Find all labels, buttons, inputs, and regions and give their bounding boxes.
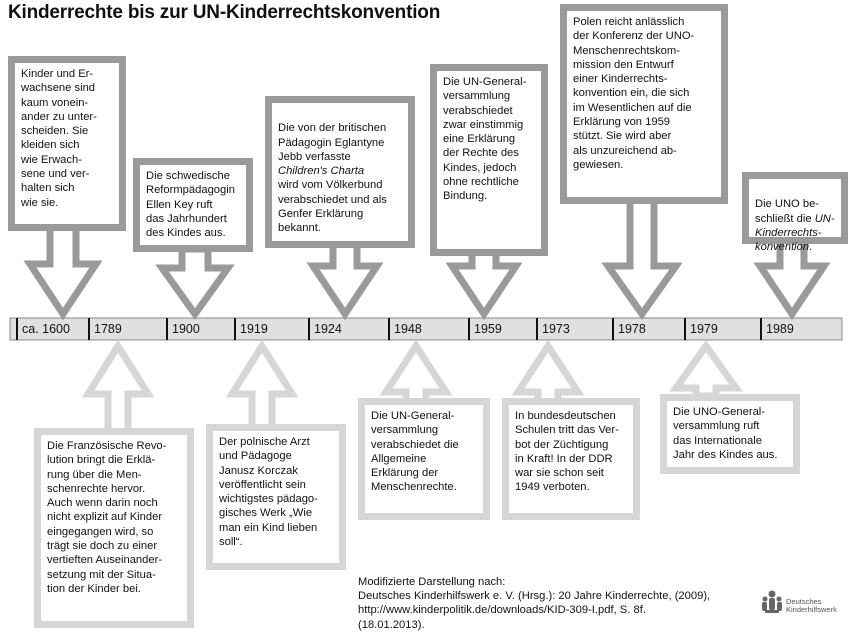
arrow-1789 (81, 339, 155, 436)
arrow-1919 (225, 339, 299, 432)
event-1989-text: Die UNO be- schließt die (755, 198, 820, 225)
arrow-1948 (379, 339, 453, 406)
year-label: 1979 (684, 318, 760, 340)
year-label: 1924 (308, 318, 388, 340)
event-1989-text-2: . (809, 241, 813, 254)
arrow-1924 (306, 239, 384, 321)
credit-line-3: , S. 8f. (613, 604, 646, 617)
arrow-1900 (155, 245, 235, 321)
arrow-1600 (23, 222, 103, 321)
kinderhilfswerk-logo-icon (762, 590, 782, 613)
arrow-1959 (445, 248, 523, 321)
credit-line-1: Modifizierte Darstellung nach: (358, 576, 506, 588)
event-box-1959: Die UN-General- versammlung verabschiede… (430, 64, 548, 256)
event-box-1789: Die Französische Revo- lution bringt die… (34, 428, 194, 628)
event-1924-text-2: wird vom Völkerbund verabschiedet und al… (278, 179, 387, 235)
arrow-1978 (601, 196, 683, 321)
event-box-1600: Kinder und Er- wachsene sind kaum vonein… (8, 56, 126, 231)
arrow-1979 (669, 339, 743, 400)
event-1924-italic: Children's Charta (278, 165, 365, 178)
credit-line-2: Deutsches Kinderhilfswerk e. V. (Hrsg.):… (358, 590, 711, 603)
year-label: 1900 (166, 318, 234, 340)
year-label: 1973 (536, 318, 612, 340)
year-label: ca. 1600 (16, 318, 88, 340)
year-label: 1989 (760, 318, 840, 340)
logo-text: Deutsches Kinderhilfswerk (786, 597, 837, 614)
year-label: 1959 (468, 318, 536, 340)
event-box-1919: Der polnische Arzt und Pädagoge Janusz K… (206, 424, 346, 570)
credit-link[interactable]: http://www.kinderpolitik.de/downloads/KI… (358, 604, 614, 617)
event-1989-italic: UN- Kinderrechts- konvention (755, 212, 835, 254)
event-box-1989: Die UNO be- schließt die UN- Kinderrecht… (742, 172, 848, 253)
credit-line-4: (18.01.2013). (358, 618, 425, 631)
year-label: 1919 (234, 318, 308, 340)
arrow-1989 (753, 236, 831, 321)
year-label: 1978 (612, 318, 684, 340)
arrow-1973 (511, 339, 585, 406)
event-1924-text: Die von der britischen Pädagogin Eglanty… (278, 122, 387, 163)
source-credit: Modifizierte Darstellung nach: Deutsches… (358, 575, 710, 632)
event-box-1973: In bundesdeutschen Schulen tritt das Ver… (502, 398, 640, 520)
event-box-1900: Die schwedische Reformpädagogin Ellen Ke… (133, 158, 253, 252)
year-label: 1789 (88, 318, 166, 340)
page-title: Kinderrechte bis zur UN-Kinderrechtskonv… (8, 2, 441, 23)
year-label: 1948 (388, 318, 468, 340)
event-box-1924: Die von der britischen Pädagogin Eglanty… (265, 96, 415, 248)
timeline-bar (9, 317, 843, 341)
event-box-1948: Die UN-General- versammlung verabschiede… (358, 398, 490, 520)
event-box-1979: Die UNO-General- versammlung ruft das In… (660, 394, 800, 474)
event-box-1978: Polen reicht anlässlich der Konferenz de… (560, 4, 728, 204)
